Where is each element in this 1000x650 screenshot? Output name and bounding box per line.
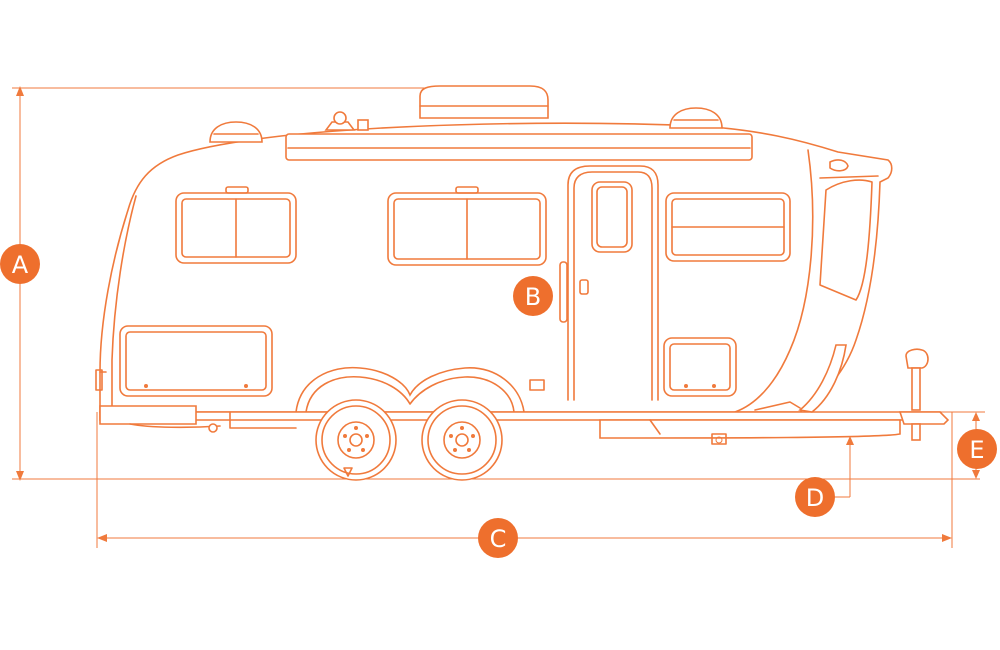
- dimension-badge-d: D: [795, 477, 835, 517]
- hitch-jack: [898, 348, 950, 441]
- front-storage-hatch: [663, 337, 737, 397]
- trailer-body: [99, 122, 893, 413]
- window-rear-upper: [175, 186, 297, 264]
- awning: [285, 133, 753, 161]
- dimension-badge-e: E: [957, 429, 997, 469]
- dimension-badge-c: C: [478, 518, 518, 558]
- rear-edge: [111, 195, 137, 411]
- wheel-rear: [315, 399, 397, 481]
- rear-storage-hatch: [119, 325, 273, 397]
- roof-antenna: [324, 121, 356, 131]
- window-front: [665, 192, 791, 262]
- chassis-rail: [99, 411, 941, 421]
- dimension-label-c: C: [490, 525, 507, 553]
- dimension-label-a: A: [12, 251, 29, 279]
- wheel-front: [421, 399, 503, 481]
- trailer-illustration: [95, 85, 950, 481]
- front-cap: [734, 149, 814, 413]
- dimension-badge-a: A: [0, 244, 40, 284]
- roof-ac-unit: [419, 85, 549, 119]
- rear-bumper: [99, 405, 197, 425]
- window-middle: [387, 186, 547, 266]
- dimension-label-d: D: [806, 484, 824, 512]
- dimension-label-e: E: [969, 436, 984, 464]
- entry-door: [559, 165, 659, 401]
- dimension-label-b: B: [525, 283, 541, 311]
- roof-vent-front: [669, 107, 723, 129]
- dimension-badge-b: B: [513, 276, 553, 316]
- roof-vent-rear: [209, 121, 263, 143]
